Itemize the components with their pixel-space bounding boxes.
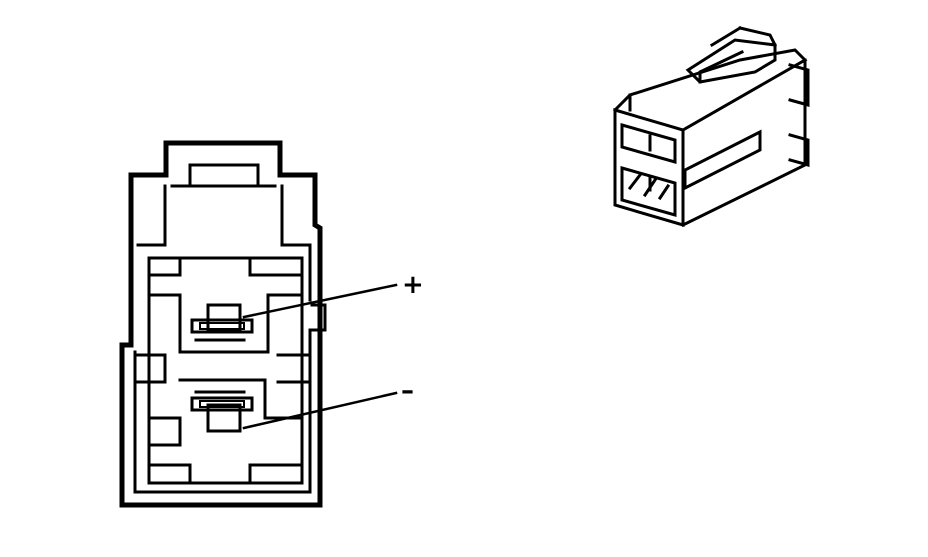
terminal-negative (190, 390, 254, 433)
iso-side-face (680, 58, 807, 228)
iso-top-face (612, 48, 808, 133)
leader-line-negative (242, 391, 398, 430)
housing-outline (119, 140, 323, 508)
iso-side-slot (683, 129, 762, 191)
cavity-panel (147, 256, 304, 485)
pin-label-positive: + (402, 270, 424, 300)
iso-latch (685, 38, 777, 84)
terminal-positive (190, 303, 254, 342)
lower-cavity-blocks (148, 378, 302, 484)
connector-isometric-view (612, 25, 810, 228)
upper-cavity-blocks (148, 256, 302, 354)
latch-tab (170, 163, 277, 188)
pin-label-negative: – (401, 376, 414, 406)
mid-side-blocks (133, 353, 312, 384)
side-notch (310, 303, 327, 332)
leader-line-positive (242, 283, 398, 319)
iso-rear-tabs (788, 63, 810, 167)
iso-front-cavities (620, 123, 677, 217)
inner-body (133, 184, 312, 494)
connector-face-view (119, 140, 398, 508)
